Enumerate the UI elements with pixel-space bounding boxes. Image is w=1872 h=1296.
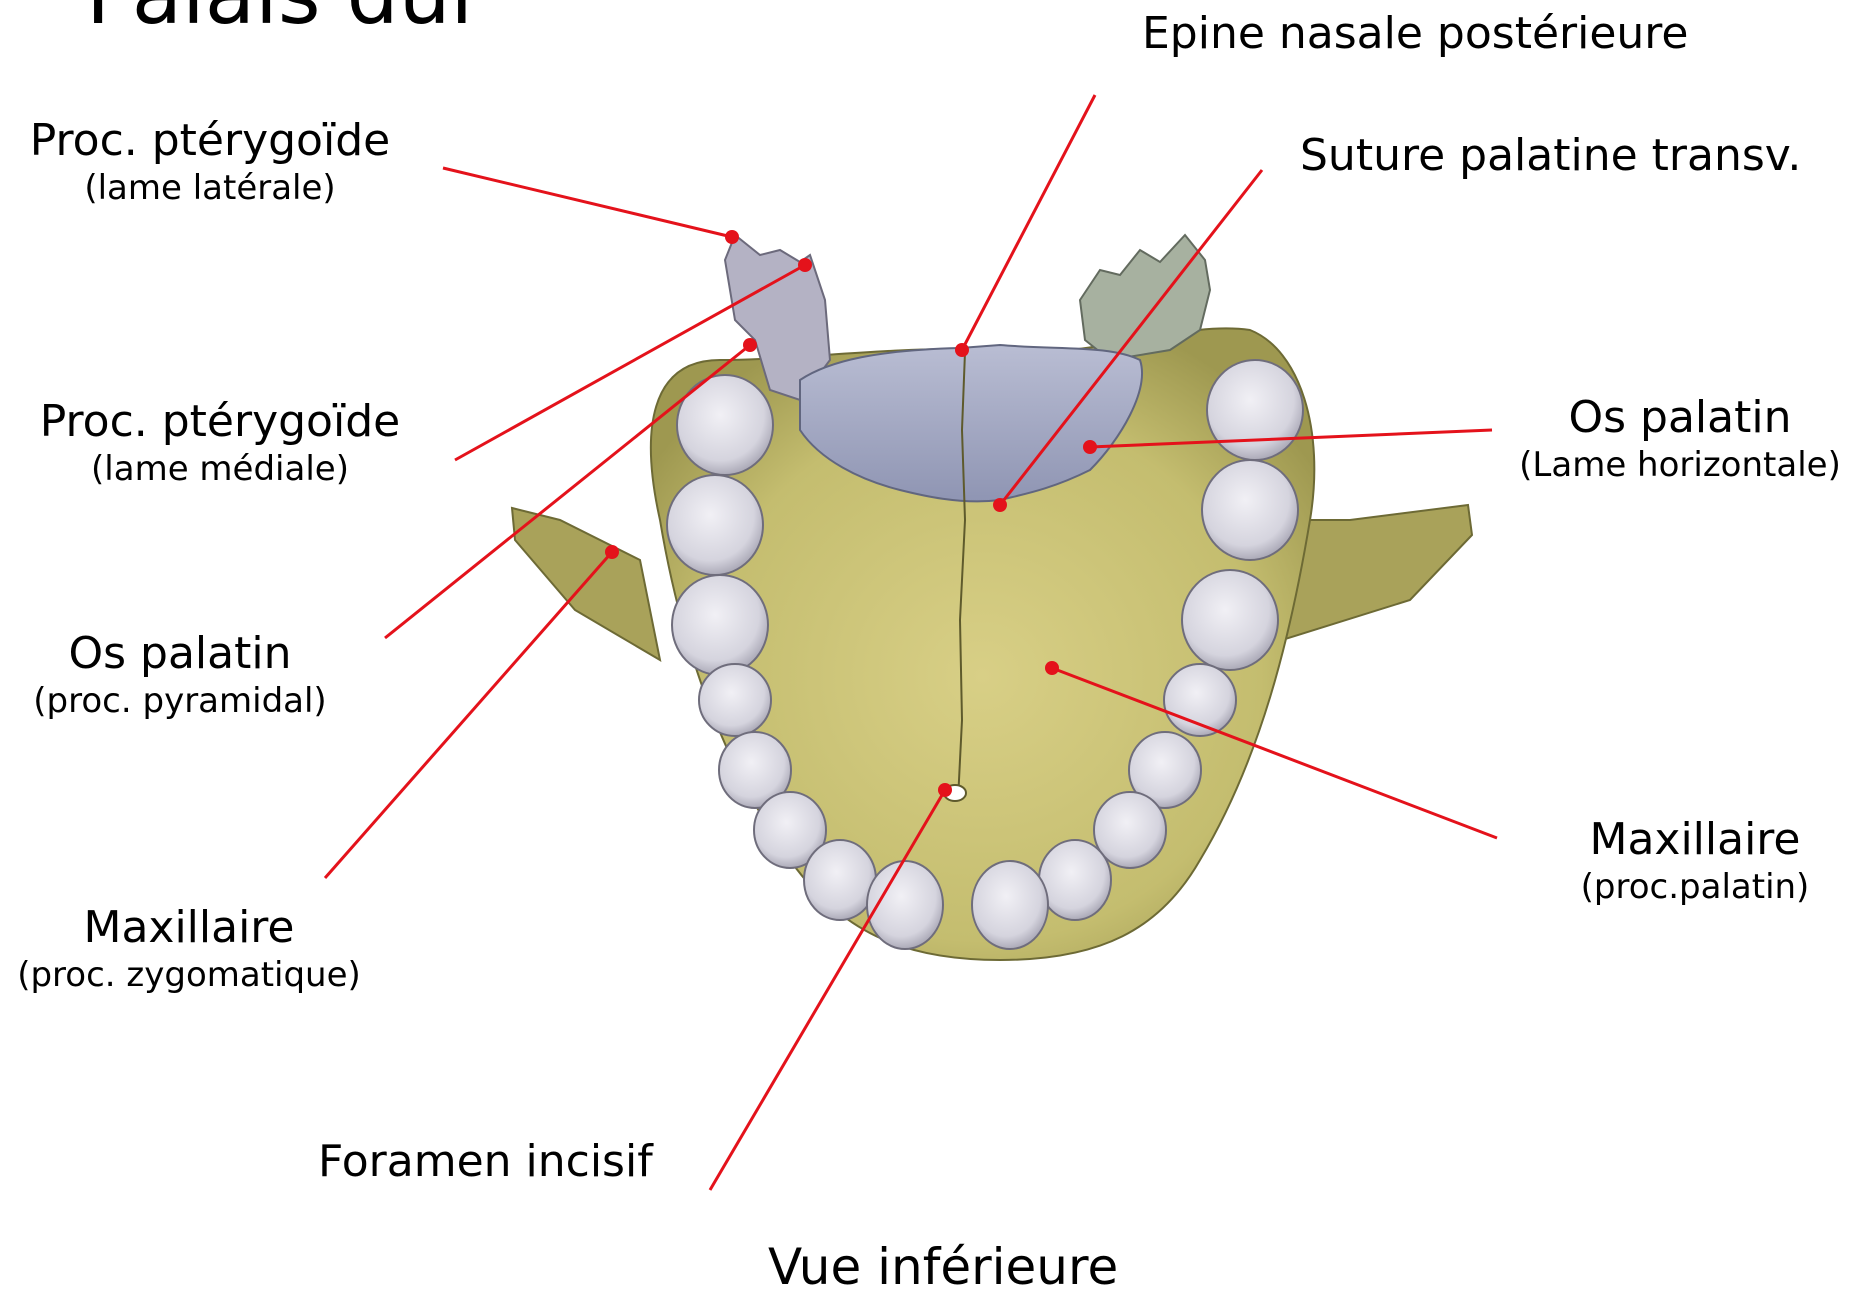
dot-ptery-med (798, 258, 812, 272)
label-group-os-pal-horiz: Os palatin (Lame horizontale) (1490, 392, 1870, 485)
label-ptery-lat-sub: (lame latérale) (0, 168, 420, 208)
label-epine-nasale: Epine nasale postérieure (1142, 8, 1688, 59)
label-group-max-pal: Maxillaire (proc.palatin) (1520, 814, 1870, 907)
dot-ptery-lat (725, 230, 739, 244)
dot-os-pal-horiz (1083, 440, 1097, 454)
dot-max-pal (1045, 661, 1059, 675)
tooth (1207, 360, 1303, 460)
dot-suture (993, 498, 1007, 512)
leader-line-ptery-lat (443, 168, 732, 237)
label-max-pal-sub: (proc.palatin) (1520, 867, 1870, 907)
label-max-pal-main: Maxillaire (1520, 814, 1870, 865)
label-group-ptery-lat: Proc. ptérygoïde (lame latérale) (0, 115, 420, 208)
label-os-pal-pyr-sub: (proc. pyramidal) (0, 681, 360, 721)
label-group-os-pal-pyr: Os palatin (proc. pyramidal) (0, 628, 360, 721)
tooth (972, 861, 1048, 949)
dot-max-zyg (605, 545, 619, 559)
dot-foramen (938, 783, 952, 797)
tooth (677, 375, 773, 475)
dot-epine (955, 343, 969, 357)
caption-vue-inferieure: Vue inférieure (768, 1238, 1118, 1296)
label-max-zyg-main: Maxillaire (0, 902, 378, 953)
label-os-pal-horiz-sub: (Lame horizontale) (1490, 445, 1870, 485)
leader-line-max-zyg (325, 552, 612, 878)
dot-os-pal-pyr (743, 338, 757, 352)
page-title: Palais dur (86, 0, 484, 43)
label-ptery-lat-main: Proc. ptérygoïde (0, 115, 420, 166)
tooth (1039, 840, 1111, 920)
tooth (699, 664, 771, 736)
label-foramen-incisif: Foramen incisif (318, 1136, 653, 1187)
tooth (804, 840, 876, 920)
label-group-max-zyg: Maxillaire (proc. zygomatique) (0, 902, 378, 995)
tooth (672, 575, 768, 675)
label-os-pal-pyr-main: Os palatin (0, 628, 360, 679)
zygomatic-process-left (512, 508, 660, 660)
label-ptery-med-sub: (lame médiale) (10, 449, 430, 489)
label-suture-palatine: Suture palatine transv. (1300, 130, 1801, 181)
tooth (667, 475, 763, 575)
label-ptery-med-main: Proc. ptérygoïde (10, 396, 430, 447)
tooth (1182, 570, 1278, 670)
tooth (1202, 460, 1298, 560)
label-group-ptery-med: Proc. ptérygoïde (lame médiale) (10, 396, 430, 489)
leader-line-epine (962, 95, 1095, 350)
label-max-zyg-sub: (proc. zygomatique) (0, 955, 378, 995)
label-os-pal-horiz-main: Os palatin (1490, 392, 1870, 443)
